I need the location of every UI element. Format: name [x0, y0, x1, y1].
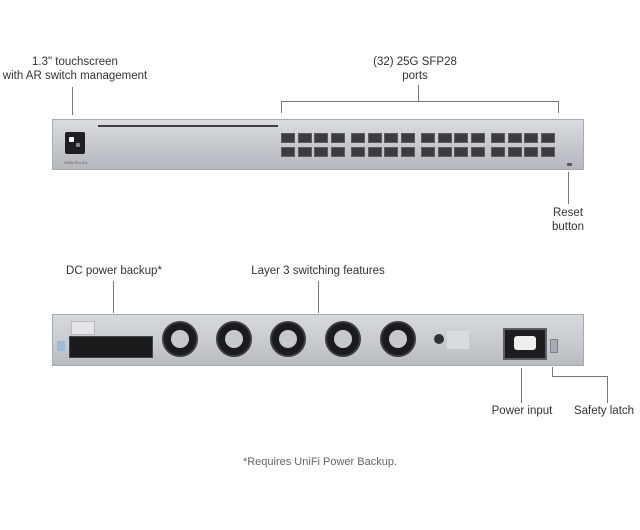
- fan-4: [325, 321, 361, 357]
- ports-bracket-left: [281, 101, 282, 113]
- sfp-port[interactable]: [540, 133, 555, 143]
- ports-callout-line: [418, 85, 419, 101]
- model-text: USW Pro XG: [64, 160, 88, 165]
- power-input-socket[interactable]: [503, 328, 547, 360]
- vent-strip: [98, 125, 278, 127]
- footnote: *Requires UniFi Power Backup.: [242, 456, 398, 468]
- dc-power-connector[interactable]: [69, 336, 153, 358]
- reset-label-line1: Reset: [552, 207, 584, 219]
- reset-label: Reset button: [540, 206, 596, 234]
- dc-power-label: DC power backup*: [66, 265, 162, 277]
- sfp-port-grid: [281, 127, 563, 163]
- sfp-port[interactable]: [524, 133, 538, 143]
- sfp-port[interactable]: [524, 147, 538, 157]
- layer3-callout-line: [318, 281, 319, 313]
- sfp-port[interactable]: [351, 147, 365, 157]
- latch-callout-horizontal: [552, 376, 608, 377]
- ports-bracket-top: [281, 101, 559, 102]
- dc-callout-line: [113, 281, 114, 313]
- sfp-port[interactable]: [437, 147, 452, 157]
- fan-1: [162, 321, 198, 357]
- touchscreen-display[interactable]: [65, 132, 85, 154]
- fan-2: [216, 321, 252, 357]
- sfp-ports-label-line2: ports: [402, 70, 428, 82]
- switch-front-panel: USW Pro XG: [52, 119, 584, 170]
- ports-bracket-right: [558, 101, 559, 113]
- rear-label-sticker: [71, 321, 95, 335]
- sfp-port[interactable]: [421, 147, 435, 157]
- touchscreen-label: 1.3" touchscreen with AR switch manageme…: [2, 55, 148, 83]
- power-input-label: Power input: [491, 405, 553, 417]
- power-callout-line: [521, 368, 522, 403]
- sfp-port[interactable]: [330, 133, 345, 143]
- layer3-label: Layer 3 switching features: [251, 265, 385, 277]
- sfp-ports-label: (32) 25G SFP28 ports: [355, 55, 475, 83]
- fan-5: [380, 321, 416, 357]
- sfp-port[interactable]: [314, 133, 328, 143]
- latch-callout-vertical-b: [607, 376, 608, 403]
- sfp-port[interactable]: [470, 147, 485, 157]
- sfp-port[interactable]: [400, 133, 415, 143]
- blue-indicator: [57, 341, 65, 351]
- sfp-port[interactable]: [367, 147, 382, 157]
- reset-button[interactable]: [567, 163, 572, 166]
- ubiquiti-logo: [434, 334, 444, 344]
- sfp-port[interactable]: [507, 133, 522, 143]
- sfp-port[interactable]: [297, 147, 312, 157]
- reset-callout-line: [568, 172, 569, 204]
- rear-spec-sticker: [447, 331, 469, 349]
- safety-latch[interactable]: [550, 339, 558, 353]
- sfp-port[interactable]: [384, 147, 398, 157]
- switch-rear-panel: [52, 314, 584, 366]
- fan-3: [270, 321, 306, 357]
- safety-latch-label: Safety latch: [573, 405, 635, 417]
- reset-label-line2: button: [552, 221, 584, 233]
- sfp-port[interactable]: [540, 147, 555, 157]
- sfp-port[interactable]: [454, 147, 468, 157]
- sfp-port[interactable]: [437, 133, 452, 143]
- sfp-port[interactable]: [281, 147, 295, 157]
- sfp-port[interactable]: [507, 147, 522, 157]
- latch-callout-vertical-a: [552, 367, 553, 377]
- sfp-port[interactable]: [314, 147, 328, 157]
- touchscreen-label-line2: with AR switch management: [2, 70, 148, 82]
- sfp-port[interactable]: [297, 133, 312, 143]
- touchscreen-callout-line: [72, 87, 73, 115]
- sfp-port[interactable]: [400, 147, 415, 157]
- sfp-port[interactable]: [454, 133, 468, 143]
- sfp-port[interactable]: [384, 133, 398, 143]
- touchscreen-label-line1: 1.3" touchscreen: [32, 56, 118, 68]
- sfp-ports-label-line1: (32) 25G SFP28: [373, 56, 457, 68]
- sfp-port[interactable]: [491, 133, 505, 143]
- sfp-port[interactable]: [470, 133, 485, 143]
- sfp-port[interactable]: [491, 147, 505, 157]
- sfp-port[interactable]: [421, 133, 435, 143]
- sfp-port[interactable]: [281, 133, 295, 143]
- sfp-port[interactable]: [330, 147, 345, 157]
- sfp-port[interactable]: [367, 133, 382, 143]
- sfp-port[interactable]: [351, 133, 365, 143]
